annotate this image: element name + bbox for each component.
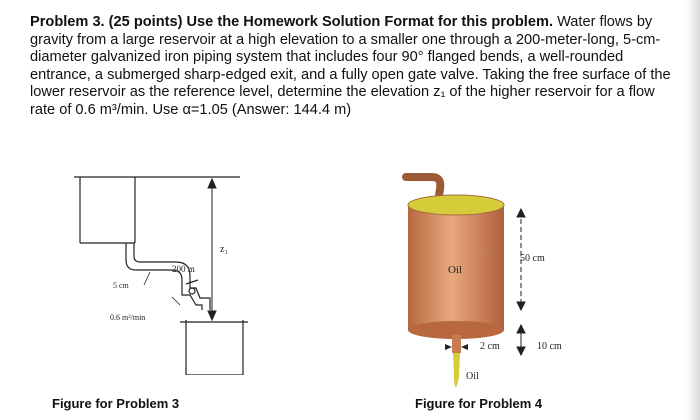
problem-title: Problem 3. (25 points) Use the Homework … xyxy=(30,14,554,30)
oil-surface xyxy=(407,194,505,216)
page-edge-shadow xyxy=(686,0,700,420)
flow-label: 0.6 m³/min xyxy=(110,313,145,322)
length-label: 200 m xyxy=(172,264,195,274)
tank-oil-label: Oil xyxy=(448,264,462,276)
caption-figure-3: Figure for Problem 3 xyxy=(52,396,180,411)
height-dimension xyxy=(516,207,526,312)
caption-figure-4: Figure for Problem 4 xyxy=(415,396,543,411)
tank-body xyxy=(408,205,504,330)
level-label: 10 cm xyxy=(537,341,562,352)
stream-oil-label: Oil xyxy=(466,371,479,382)
outlet-nozzle xyxy=(452,335,461,353)
outlet-diameter-label: 2 cm xyxy=(480,341,500,352)
diameter-arrow xyxy=(143,271,151,286)
outlet-diameter-arrows xyxy=(445,344,468,350)
problem-body: Water flows by gravity from a large rese… xyxy=(30,14,671,118)
z1-dimension xyxy=(207,177,217,322)
flow-arrow xyxy=(171,296,181,306)
level-dimension xyxy=(516,323,526,357)
figure-problem-4: Oil Oil 2 cm 50 cm 10 cm xyxy=(400,165,600,400)
tank-bottom xyxy=(408,321,504,339)
z1-label: z₁ xyxy=(220,244,228,255)
pipe xyxy=(125,243,211,310)
diameter-label: 5 cm xyxy=(113,281,130,290)
lower-reservoir xyxy=(180,320,248,376)
reservoir-system-diagram: z₁ 200 m 5 cm 0.6 m³/min xyxy=(74,176,248,376)
oil-tank-diagram: Oil Oil 2 cm 50 cm 10 cm xyxy=(402,173,562,387)
problem-statement: Problem 3. (25 points) Use the Homework … xyxy=(30,14,680,120)
figure-problem-3: z₁ 200 m 5 cm 0.6 m³/min xyxy=(40,160,290,376)
draining-oil-stream xyxy=(453,353,460,387)
height-label: 50 cm xyxy=(520,253,545,264)
inlet-pipe xyxy=(402,173,445,207)
